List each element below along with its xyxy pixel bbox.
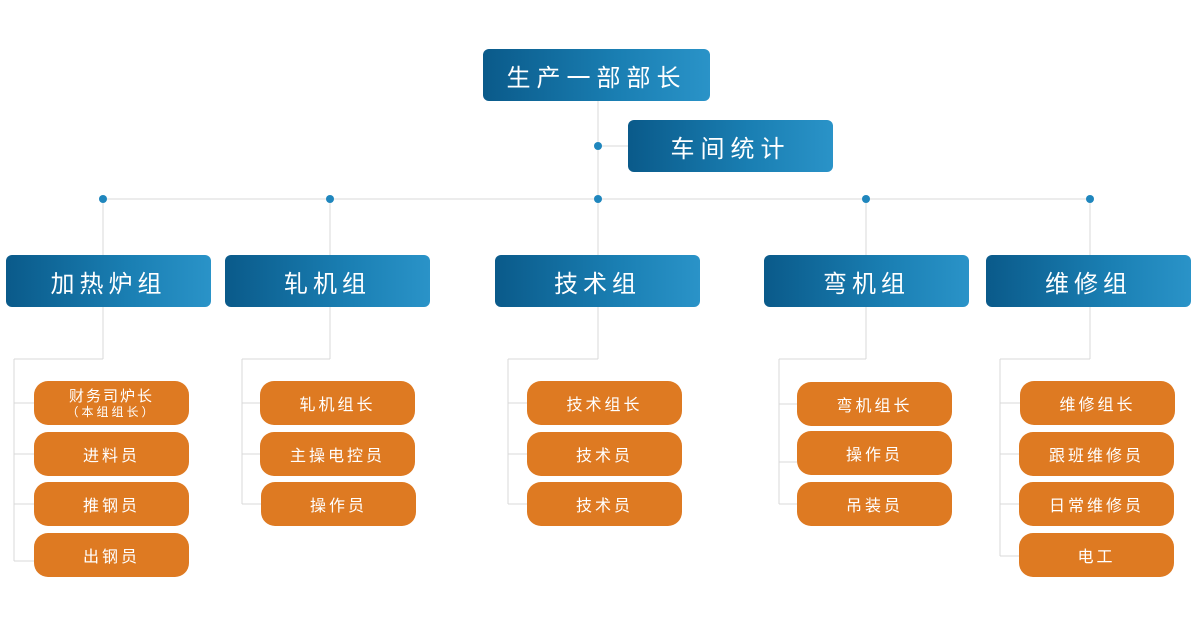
group-box-rolling-mill: 轧机组: [225, 255, 430, 307]
member-label: 维修组长: [1059, 395, 1136, 414]
member-label: 技术员: [575, 446, 633, 465]
group-label: 弯机组: [823, 269, 910, 298]
member-label: 吊装员: [845, 496, 903, 515]
member-box: 操作员: [261, 482, 416, 526]
member-box: 操作员: [797, 431, 952, 475]
member-label: 进料员: [82, 446, 140, 465]
member-box: 出钢员: [34, 533, 189, 577]
connector-dot: [594, 142, 602, 150]
member-box: 技术组长: [527, 381, 682, 425]
member-box: 技术员: [527, 432, 682, 476]
group-label: 加热炉组: [50, 269, 167, 298]
group-box-technical: 技术组: [495, 255, 700, 307]
group-label: 维修组: [1045, 269, 1132, 298]
member-label: 推钢员: [82, 496, 140, 515]
member-label: 弯机组长: [836, 396, 913, 415]
member-label: 出钢员: [82, 547, 140, 566]
connector-dot: [1086, 195, 1094, 203]
department-head-label: 生产一部部长: [506, 63, 687, 92]
group-box-maintenance: 维修组: [986, 255, 1191, 307]
member-label: 技术组长: [566, 395, 643, 414]
workshop-statistics-box: 车间统计: [628, 120, 833, 172]
member-box: 轧机组长: [260, 381, 415, 425]
member-label: 主操电控员: [289, 446, 385, 465]
member-label: 轧机组长: [299, 395, 376, 414]
workshop-statistics-label: 车间统计: [670, 134, 791, 163]
member-box: 日常维修员: [1019, 482, 1174, 526]
member-box: 技术员: [527, 482, 682, 526]
member-label: 日常维修员: [1048, 496, 1144, 515]
member-label: 财务司炉长: [68, 386, 154, 405]
member-label: 技术员: [575, 496, 633, 515]
member-sublabel: （本组组长）: [66, 404, 157, 419]
group-box-bending: 弯机组: [764, 255, 969, 307]
member-box: 进料员: [34, 432, 189, 476]
member-box: 弯机组长: [797, 382, 952, 426]
member-box: 吊装员: [797, 482, 952, 526]
member-label: 操作员: [309, 496, 367, 515]
member-box: 跟班维修员: [1019, 432, 1174, 476]
member-box: 主操电控员: [260, 432, 415, 476]
connector-dot: [99, 195, 107, 203]
member-label: 跟班维修员: [1048, 446, 1144, 465]
member-box: 推钢员: [34, 482, 189, 526]
member-label: 电工: [1077, 547, 1116, 566]
connector-dot: [862, 195, 870, 203]
connector-dot: [594, 195, 602, 203]
member-label: 操作员: [845, 445, 903, 464]
group-label: 轧机组: [284, 269, 371, 298]
member-box: 财务司炉长 （本组组长）: [34, 381, 189, 425]
department-head-box: 生产一部部长: [483, 49, 710, 101]
member-box: 电工: [1019, 533, 1174, 577]
connector-dot: [326, 195, 334, 203]
group-box-heating-furnace: 加热炉组: [6, 255, 211, 307]
group-label: 技术组: [554, 269, 641, 298]
member-box: 维修组长: [1020, 381, 1175, 425]
